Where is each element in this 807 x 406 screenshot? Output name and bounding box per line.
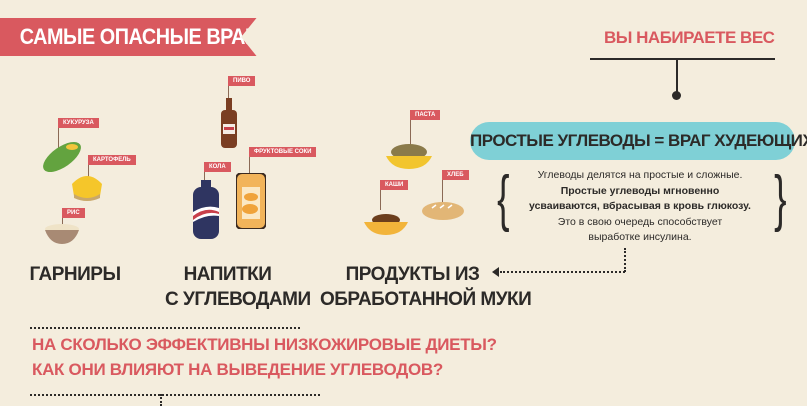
dotted-arrow-line [500, 271, 625, 273]
flag-beer: ПИВО [228, 76, 256, 86]
flag-cola: КОЛА [204, 162, 231, 172]
left-brace: { [497, 164, 510, 233]
dotted-divider-top [30, 327, 300, 329]
divider [590, 58, 775, 60]
flag-pole [380, 180, 381, 210]
juice-bottle-icon [236, 173, 266, 229]
potato-icon [72, 176, 102, 201]
flag-pole [249, 147, 250, 177]
flag-porridge: КАШИ [380, 180, 409, 190]
flag-pole [442, 170, 443, 205]
connector-line [676, 58, 678, 94]
connector-dot [672, 91, 681, 100]
beer-bottle-icon [221, 98, 237, 148]
flag-pole [228, 76, 229, 101]
flag-pole [204, 162, 205, 187]
flag-corn: КУКУРУЗА [58, 118, 99, 128]
flag-potato: КАРТОФЕЛЬ [88, 155, 136, 165]
bread-icon [422, 202, 464, 220]
flag-pole [88, 155, 89, 180]
corn-icon [43, 141, 81, 173]
flag-pole [410, 110, 411, 145]
dotted-connector-bottom [160, 394, 162, 406]
arrow-left-icon [492, 267, 499, 277]
dotted-divider-bottom [30, 394, 320, 396]
pasta-plate-icon [386, 144, 432, 169]
flag-pole [58, 118, 59, 148]
cola-bottle-icon [193, 180, 219, 239]
rice-bowl-icon [45, 224, 79, 244]
dotted-connector [624, 248, 626, 272]
flag-bread: ХЛЕБ [442, 170, 469, 180]
porridge-bowl-icon [364, 214, 408, 235]
weight-gain-heading: ВЫ НАБИРАЕТЕ ВЕС [604, 28, 775, 47]
question-1: НА СКОЛЬКО ЭФФЕКТИВНЫ НИЗКОЖИРОВЫЕ ДИЕТЫ… [32, 335, 497, 354]
title-banner: САМЫЕ ОПАСНЫЕ ВРАГИ [0, 18, 257, 56]
flag-pasta: ПАСТА [410, 110, 441, 120]
carbs-description: Углеводы делятся на простые и сложные. П… [529, 169, 751, 243]
simple-carbs-pill: ПРОСТЫЕ УГЛЕВОДЫ = ВРАГ ХУДЕЮЩИХ [470, 122, 807, 160]
flag-rice: РИС [62, 208, 85, 218]
question-2: КАК ОНИ ВЛИЯЮТ НА ВЫВЕДЕНИЕ УГЛЕВОДОВ? [32, 360, 443, 379]
flag-juice: ФРУКТОВЫЕ СОКИ [249, 147, 317, 157]
category-garnish: ГАРНИРЫ [29, 264, 121, 285]
right-brace: } [774, 164, 787, 233]
